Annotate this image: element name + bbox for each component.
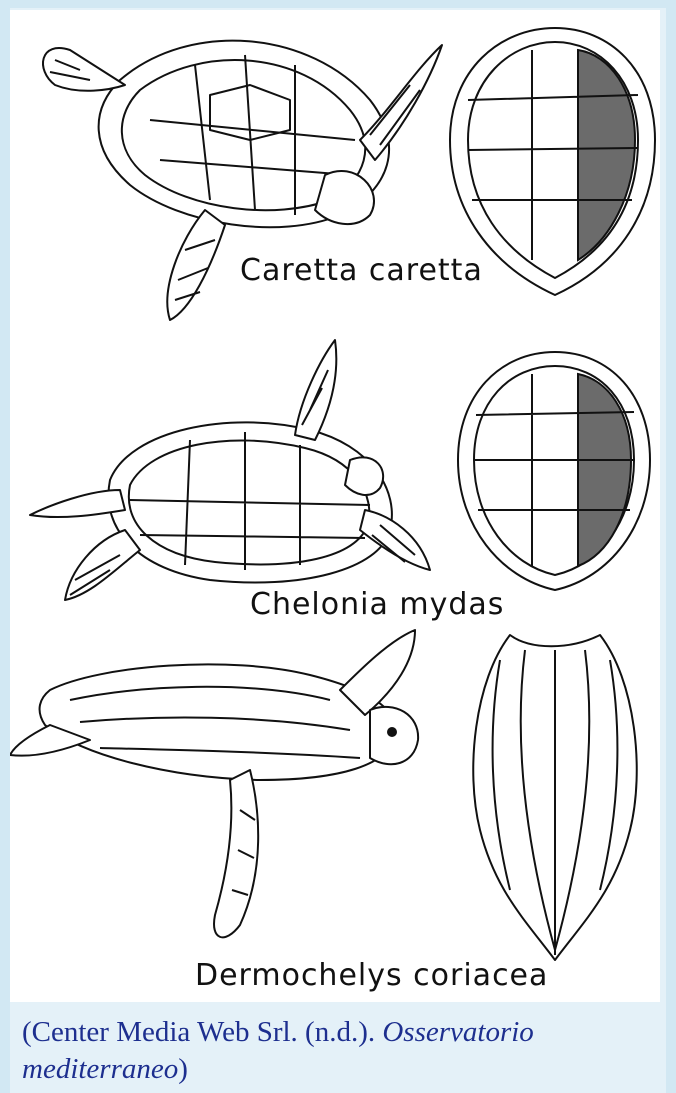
dermochelys-carapace-diagram: [473, 635, 637, 960]
caretta-label: Caretta caretta: [240, 253, 483, 288]
turtle-illustration: Caretta caretta Chelonia mydas: [10, 10, 660, 1002]
turtle-comparison-figure: Caretta caretta Chelonia mydas: [10, 10, 660, 1002]
dermochelys-turtle-drawing: [10, 630, 418, 937]
dermochelys-label: Dermochelys coriacea: [195, 958, 548, 993]
chelonia-turtle-drawing: [30, 340, 430, 600]
caption-prefix: (Center Media Web Srl. (n.d.).: [22, 1016, 382, 1048]
chelonia-label: Chelonia mydas: [250, 587, 504, 622]
caption-suffix: ): [178, 1053, 188, 1085]
chelonia-carapace-diagram: [458, 352, 650, 590]
figure-caption: (Center Media Web Srl. (n.d.). Osservato…: [22, 1014, 652, 1088]
